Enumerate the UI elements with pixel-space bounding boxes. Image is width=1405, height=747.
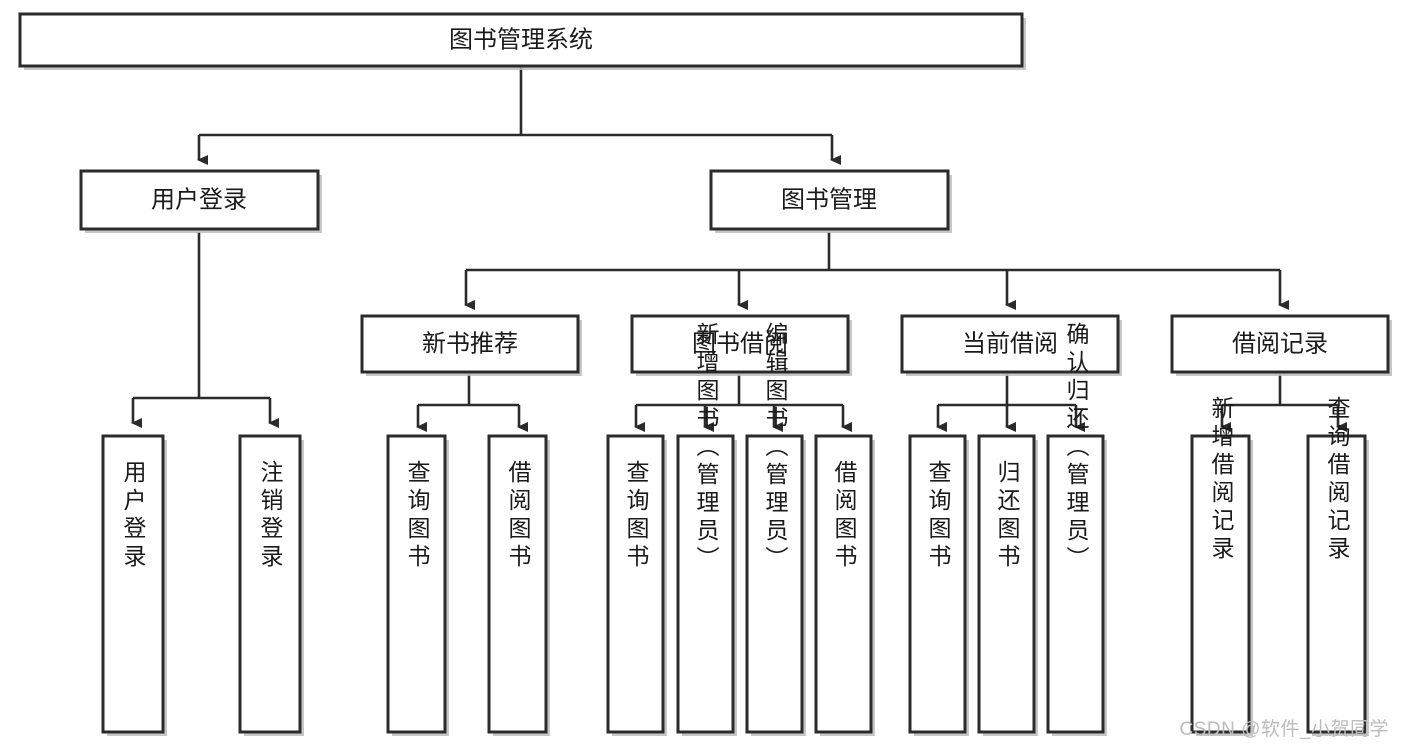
node-leaf-confirm-return-label: 确认归还（管理员） <box>1063 322 1090 574</box>
node-current-borrow[interactable]: 当前借阅 <box>900 314 1122 376</box>
node-leaf-query-record[interactable]: 查询借阅记录 <box>1306 396 1369 736</box>
node-book-manage-label: 图书管理 <box>781 186 877 213</box>
node-new-book-rec-label: 新书推荐 <box>422 330 518 357</box>
node-leaf-edit-book-label: 编辑图书（管理员） <box>762 322 789 574</box>
node-leaf-logout[interactable]: 注销登录 <box>238 434 304 736</box>
node-leaf-query-book-3[interactable]: 查询图书 <box>908 434 969 736</box>
node-leaf-confirm-return-box[interactable] <box>1046 434 1105 734</box>
node-new-book-rec-box[interactable] <box>360 314 580 374</box>
node-leaf-query-book-3-label: 查询图书 <box>925 460 952 572</box>
node-root-label: 图书管理系统 <box>449 26 593 53</box>
node-leaf-add-record[interactable]: 新增借阅记录 <box>1190 396 1253 736</box>
node-user-login-label: 用户登录 <box>151 186 247 213</box>
node-current-borrow-label: 当前借阅 <box>962 330 1058 357</box>
node-leaf-query-book-2-box[interactable] <box>606 434 665 734</box>
node-leaf-user-login-box[interactable] <box>101 434 165 734</box>
node-leaf-return-book[interactable]: 归还图书 <box>977 434 1038 736</box>
node-user-login-box[interactable] <box>79 169 320 231</box>
node-leaf-query-book-3-box[interactable] <box>908 434 967 734</box>
node-borrow-record-label: 借阅记录 <box>1232 330 1328 357</box>
node-leaf-borrow-book-2[interactable]: 借阅图书 <box>814 434 875 736</box>
node-leaf-borrow-book-1[interactable]: 借阅图书 <box>487 434 550 736</box>
node-book-borrow-label: 图书借阅 <box>692 330 788 357</box>
node-leaf-borrow-book-1-box[interactable] <box>487 434 548 734</box>
node-leaf-query-book-1[interactable]: 查询图书 <box>386 434 449 736</box>
node-leaf-add-book-box[interactable] <box>676 434 735 734</box>
node-leaf-query-book-2-label: 查询图书 <box>623 460 650 572</box>
node-leaf-confirm-return[interactable]: 确认归还（管理员） <box>1046 322 1107 736</box>
node-leaf-query-book-2[interactable]: 查询图书 <box>606 434 667 736</box>
edge-layer <box>131 66 1347 432</box>
node-leaf-edit-book[interactable]: 编辑图书（管理员） <box>745 322 806 736</box>
node-leaf-return-book-box[interactable] <box>977 434 1036 734</box>
node-user-login[interactable]: 用户登录 <box>79 169 322 233</box>
node-leaf-user-login[interactable]: 用户登录 <box>101 434 167 736</box>
node-book-borrow[interactable]: 图书借阅 <box>630 314 852 376</box>
node-leaf-add-record-box[interactable] <box>1190 434 1251 734</box>
node-root-box[interactable] <box>18 12 1024 68</box>
node-leaf-logout-box[interactable] <box>238 434 302 734</box>
node-leaf-add-record-label: 新增借阅记录 <box>1208 396 1235 564</box>
node-leaf-borrow-book-2-box[interactable] <box>814 434 873 734</box>
node-leaf-query-record-box[interactable] <box>1306 434 1367 734</box>
node-leaf-borrow-book-1-label: 借阅图书 <box>505 460 532 572</box>
node-root[interactable]: 图书管理系统 <box>18 12 1026 70</box>
node-leaf-add-book[interactable]: 新增图书（管理员） <box>676 322 737 736</box>
node-leaf-add-book-label: 新增图书（管理员） <box>693 322 720 574</box>
node-leaf-query-record-label: 查询借阅记录 <box>1324 396 1351 564</box>
node-new-book-rec[interactable]: 新书推荐 <box>360 314 582 376</box>
node-leaf-logout-label: 注销登录 <box>257 460 284 572</box>
node-leaf-query-book-1-label: 查询图书 <box>404 460 431 572</box>
node-leaf-user-login-label: 用户登录 <box>120 460 147 572</box>
node-borrow-record-box[interactable] <box>1170 314 1390 374</box>
node-leaf-query-book-1-box[interactable] <box>386 434 447 734</box>
node-current-borrow-box[interactable] <box>900 314 1120 374</box>
node-book-manage[interactable]: 图书管理 <box>709 169 952 233</box>
node-leaf-edit-book-box[interactable] <box>745 434 804 734</box>
node-leaf-return-book-label: 归还图书 <box>994 460 1021 572</box>
node-book-borrow-box[interactable] <box>630 314 850 374</box>
node-leaf-borrow-book-2-label: 借阅图书 <box>831 460 858 572</box>
node-book-manage-box[interactable] <box>709 169 950 231</box>
node-borrow-record[interactable]: 借阅记录 <box>1170 314 1392 376</box>
